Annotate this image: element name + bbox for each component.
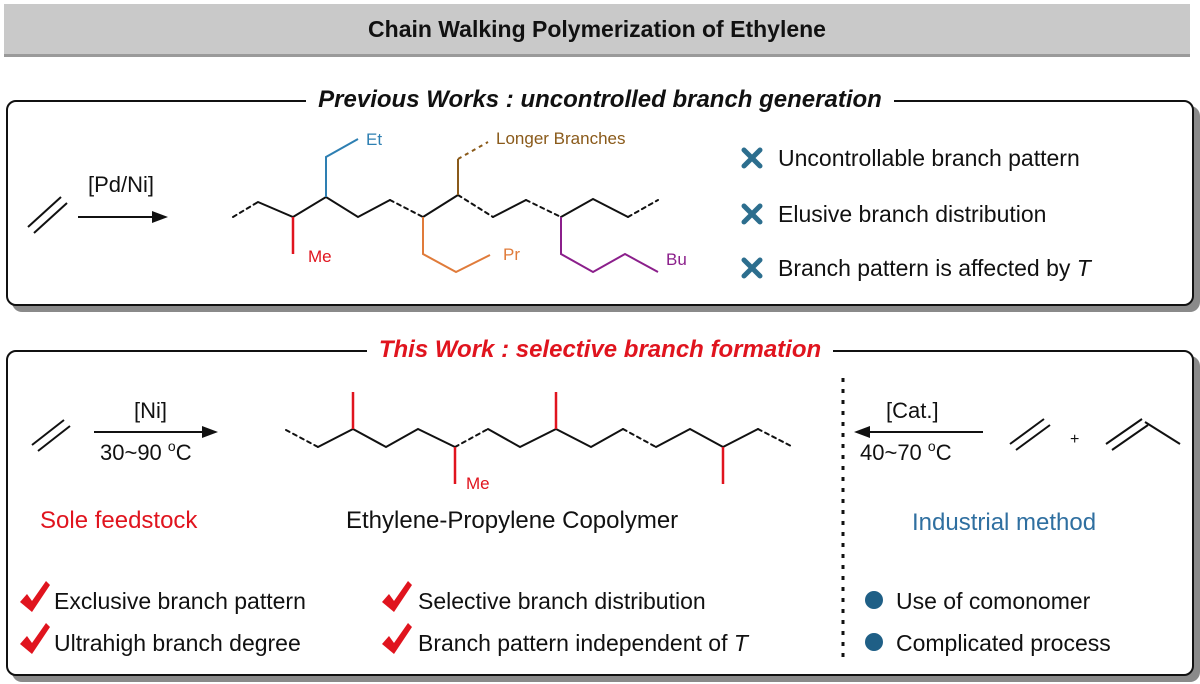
polymer-chain-main	[232, 194, 659, 219]
cross-icon	[741, 257, 763, 279]
checkmark-icon	[382, 623, 412, 654]
butyl-branch	[560, 217, 659, 274]
bullet-dot-icon	[865, 591, 883, 609]
bullet-dot-icon	[865, 633, 883, 651]
et-label: Et	[366, 130, 382, 149]
ethylene-structure	[31, 419, 71, 452]
issue-list: Uncontrollable branch pattern Elusive br…	[741, 145, 1093, 281]
cross-icon	[741, 147, 763, 169]
longer-branch	[457, 141, 489, 195]
drawback-item: Use of comonomer	[896, 588, 1091, 614]
previous-works-scheme: [Pd/Ni] Et Longer Br	[27, 129, 1093, 281]
temperature-symbol: T	[1077, 255, 1093, 281]
advantage-item: Selective branch distribution	[418, 588, 706, 614]
temperature-symbol: T	[734, 630, 750, 656]
checkmark-icon	[20, 623, 50, 654]
this-work-title: This Work : selective branch formation	[366, 336, 834, 363]
cat-conditions-label: 40~70 oC	[860, 438, 952, 465]
issue-item: Uncontrollable branch pattern	[778, 145, 1080, 171]
industrial-method-label: Industrial method	[912, 509, 1096, 536]
previous-catalyst-label: [Pd/Ni]	[88, 172, 154, 197]
ethylene-structure	[1009, 418, 1051, 451]
reaction-arrow-icon	[78, 211, 168, 223]
title-banner: Chain Walking Polymerization of Ethylene	[4, 4, 1190, 57]
ni-conditions-label: 30~90 oC	[100, 438, 192, 465]
this-work-scheme: [Ni] 30~90 oC Me [Cat.] 40~70 oC	[20, 378, 1181, 662]
cat-catalyst-label: [Cat.]	[886, 398, 939, 423]
me-label: Me	[308, 247, 332, 266]
pr-label: Pr	[503, 245, 520, 264]
previous-works-title: Previous Works : uncontrolled branch gen…	[306, 86, 894, 113]
plus-sign: +	[1070, 431, 1079, 448]
copolymer-label: Ethylene-Propylene Copolymer	[346, 507, 678, 534]
checkmark-icon	[20, 581, 50, 612]
copolymer-chain	[285, 427, 794, 449]
advantage-item: Exclusive branch pattern	[54, 588, 306, 614]
me-label: Me	[466, 474, 490, 493]
previous-works-panel: Previous Works : uncontrolled branch gen…	[6, 86, 1194, 306]
cross-icon	[741, 203, 763, 225]
methyl-branch	[351, 392, 725, 484]
bu-label: Bu	[666, 250, 687, 269]
reaction-arrow-icon	[94, 426, 218, 438]
page-title: Chain Walking Polymerization of Ethylene	[368, 15, 826, 42]
longer-branches-label: Longer Branches	[496, 129, 625, 148]
ethylene-structure	[27, 196, 68, 234]
reaction-arrow-icon	[854, 426, 983, 438]
propylene-structure	[1105, 418, 1181, 451]
propyl-branch	[422, 217, 491, 274]
advantages-list: Exclusive branch pattern Selective branc…	[20, 581, 750, 656]
this-work-panel: This Work : selective branch formation […	[6, 336, 1194, 676]
sole-feedstock-label: Sole feedstock	[40, 507, 198, 534]
issue-item: Branch pattern is affected by T	[778, 255, 1093, 281]
ethyl-branch	[325, 138, 359, 197]
drawback-item: Complicated process	[896, 630, 1111, 656]
drawbacks-list: Use of comonomer Complicated process	[865, 588, 1111, 656]
ni-catalyst-label: [Ni]	[134, 398, 167, 423]
issue-item: Elusive branch distribution	[778, 201, 1046, 227]
advantage-item: Ultrahigh branch degree	[54, 630, 301, 656]
checkmark-icon	[382, 581, 412, 612]
advantage-item: Branch pattern independent of T	[418, 630, 750, 656]
